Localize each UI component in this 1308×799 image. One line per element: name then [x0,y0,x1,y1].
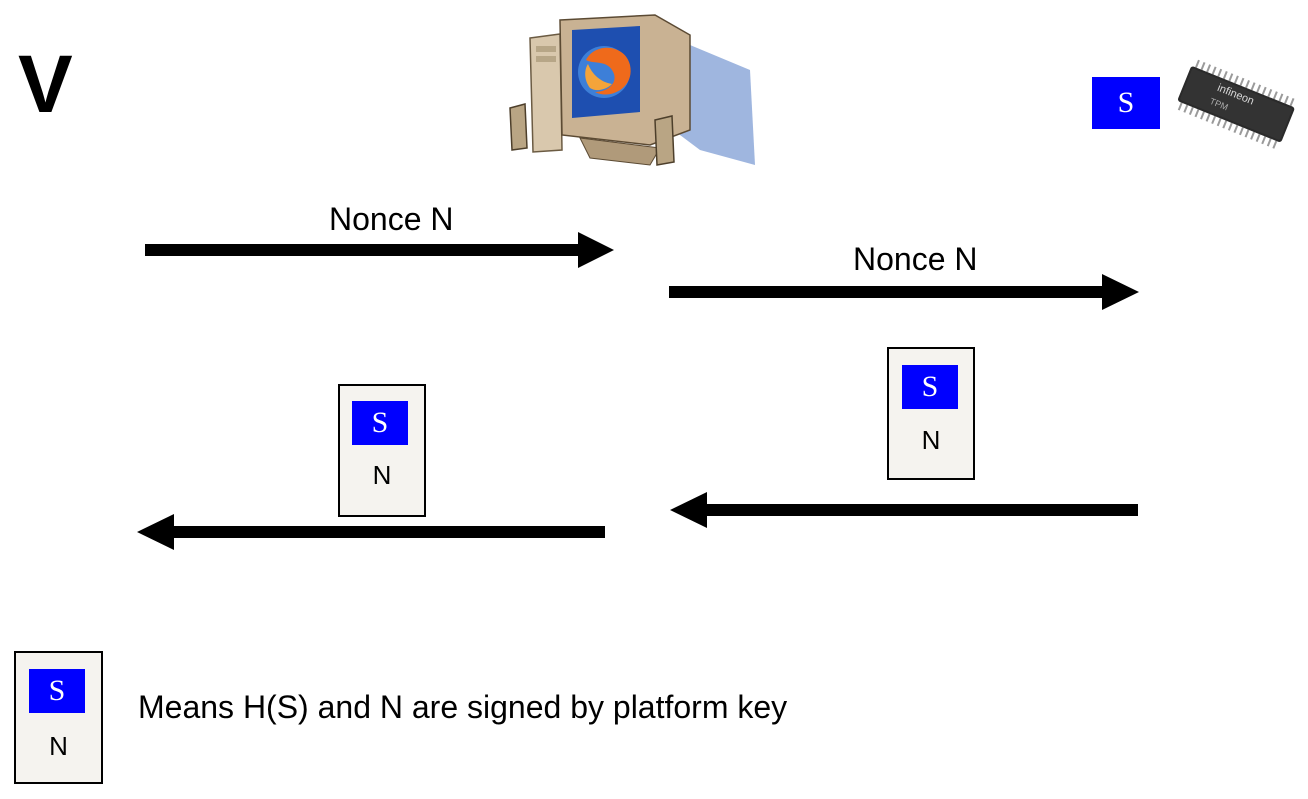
signed-key-box: S [902,365,958,409]
nonce-label-to-tpm: Nonce N [853,241,978,277]
arrow-verifier-to-host [145,232,614,268]
nonce-label-to-host: Nonce N [329,201,454,237]
arrow-host-to-verifier [137,514,605,550]
signed-quote-box-host: S N [338,384,426,517]
legend-key-box: S [29,669,85,713]
signed-nonce-label: N [921,425,941,455]
legend-signed-box: S N [14,651,103,784]
tpm-key-box: S [1092,77,1160,129]
arrow-tpm-to-host [670,492,1138,528]
signed-quote-box-tpm: S N [887,347,975,480]
verifier-label: V [18,39,73,130]
legend-description: Means H(S) and N are signed by platform … [138,689,788,725]
signed-key-box: S [352,401,408,445]
signed-nonce-label: N [372,460,392,490]
legend-nonce-label: N [49,731,68,761]
arrow-host-to-tpm [669,274,1139,310]
